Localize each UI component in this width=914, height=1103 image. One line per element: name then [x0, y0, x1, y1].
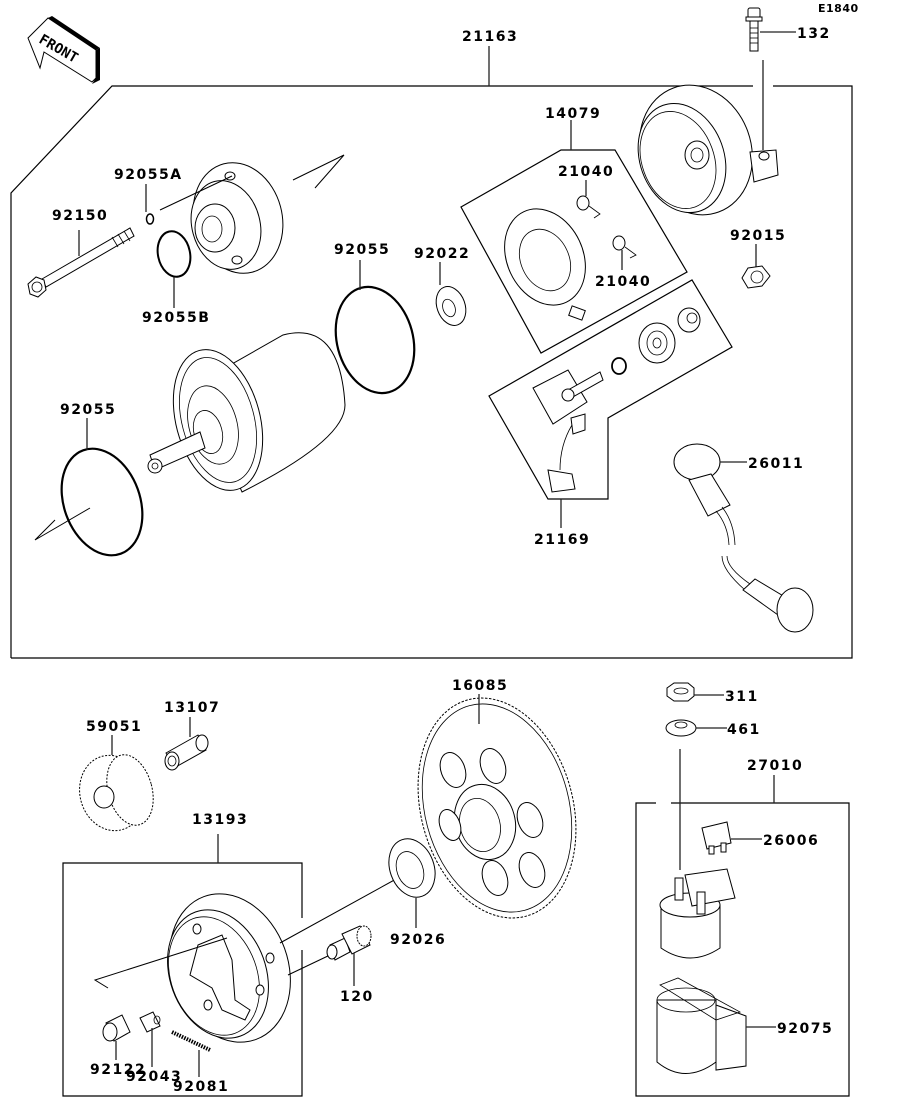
label-26011[interactable]: 26011: [748, 456, 804, 472]
label-13193[interactable]: 13193: [192, 812, 248, 828]
roller-92122[interactable]: 92122: [90, 1014, 146, 1078]
front-arrow-icon: FRONT: [27, 16, 100, 84]
label-92015[interactable]: 92015: [730, 228, 786, 244]
label-21040-b[interactable]: 21040: [595, 274, 651, 290]
starter-motor-assy-group: 21163: [10, 29, 853, 659]
label-461[interactable]: 461: [727, 722, 761, 738]
motor-yoke[interactable]: [147, 332, 346, 501]
idle-gear-59051[interactable]: 59051: [71, 719, 160, 838]
label-13107[interactable]: 13107: [164, 700, 220, 716]
label-92122[interactable]: 92122: [90, 1062, 146, 1078]
label-311[interactable]: 311: [725, 689, 759, 705]
label-92022[interactable]: 92022: [414, 246, 470, 262]
assembly-line: [287, 954, 331, 976]
cable-26011[interactable]: 26011: [673, 443, 814, 633]
label-132[interactable]: 132: [797, 26, 831, 42]
plunger-92043[interactable]: 92043: [126, 1011, 182, 1085]
label-14079[interactable]: 14079: [545, 106, 601, 122]
label-21163[interactable]: 21163: [462, 29, 518, 45]
starter-relay-group: 27010 26006 92075: [635, 749, 850, 1097]
brush-plate[interactable]: [489, 196, 600, 321]
label-16085[interactable]: 16085: [452, 678, 508, 694]
starter-gear-16085[interactable]: 16085: [395, 678, 600, 936]
label-27010[interactable]: 27010: [747, 758, 803, 774]
oring-92055b[interactable]: 92055B: [142, 228, 210, 326]
label-92150[interactable]: 92150: [52, 208, 108, 224]
spring-92081[interactable]: 92081: [171, 1030, 229, 1095]
terminal-set-group: 21169: [488, 279, 733, 548]
clutch-housing[interactable]: [93, 877, 310, 1060]
label-120[interactable]: 120: [340, 989, 374, 1005]
oring-92055-mid[interactable]: 92055: [324, 242, 425, 402]
bolt-92150[interactable]: 92150: [27, 208, 135, 298]
bolt-120[interactable]: 120: [326, 925, 374, 1005]
terminal-oring[interactable]: [611, 357, 627, 375]
brush-21040-b[interactable]: 21040: [595, 235, 651, 290]
collar-13107[interactable]: 13107: [164, 700, 220, 771]
label-92055b[interactable]: 92055B: [142, 310, 210, 326]
diagram-code: E1840: [818, 2, 859, 15]
label-92026[interactable]: 92026: [390, 932, 446, 948]
assembly-line: [279, 877, 399, 944]
terminal-bolt[interactable]: [532, 369, 604, 493]
washer-92022[interactable]: 92022: [414, 246, 471, 330]
terminal-insulator[interactable]: [638, 322, 676, 364]
terminal-nut[interactable]: [677, 307, 701, 333]
relay-body[interactable]: [659, 868, 736, 959]
washer-461[interactable]: 461: [665, 719, 761, 738]
torque-limiter-group: 13193 92122 92043 92081: [62, 812, 310, 1097]
label-92055-mid[interactable]: 92055: [334, 242, 390, 258]
nut-92015[interactable]: 92015: [730, 228, 786, 289]
front-cover[interactable]: [159, 153, 345, 284]
label-21040-a[interactable]: 21040: [558, 164, 614, 180]
fuse-26006[interactable]: 26006: [701, 821, 819, 855]
relay-cover-92075[interactable]: 92075: [656, 977, 833, 1074]
label-92043[interactable]: 92043: [126, 1069, 182, 1085]
oring-92055-left[interactable]: 92055: [34, 402, 157, 567]
washer-92026[interactable]: 92026: [381, 832, 446, 948]
label-92055-left[interactable]: 92055: [60, 402, 116, 418]
label-92081[interactable]: 92081: [173, 1079, 229, 1095]
brush-21040-a[interactable]: 21040: [558, 164, 614, 219]
label-26006[interactable]: 26006: [763, 833, 819, 849]
brush-holder-group: 14079 21040 21040: [460, 106, 688, 354]
bolt-132[interactable]: 132: [745, 7, 831, 150]
nut-311[interactable]: 311: [666, 682, 759, 705]
label-92055a[interactable]: 92055A: [114, 167, 183, 183]
label-92075[interactable]: 92075: [777, 1021, 833, 1037]
label-59051[interactable]: 59051: [86, 719, 142, 735]
rear-cover[interactable]: [622, 69, 779, 231]
oring-92055a[interactable]: 92055A: [114, 167, 183, 225]
label-21169[interactable]: 21169: [534, 532, 590, 548]
